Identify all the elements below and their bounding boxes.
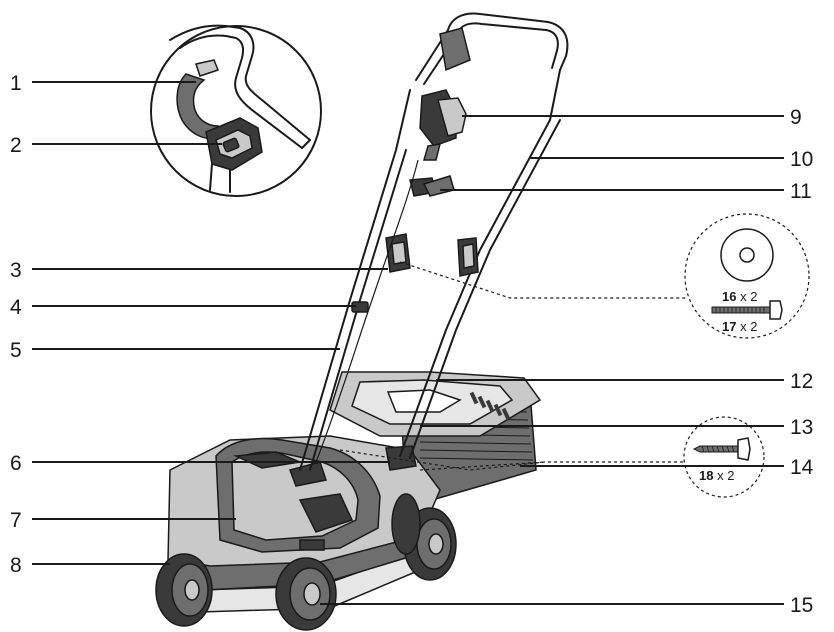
callout-10: 10 <box>790 148 813 171</box>
wheel-front-right <box>275 557 337 631</box>
kit-leader-knob <box>399 261 686 299</box>
parts-kit-inset: 16 x 2 17 x 2 <box>684 213 810 339</box>
callout-14: 14 <box>790 456 814 479</box>
part-16-quantity: x 2 <box>736 289 757 304</box>
callout-6: 6 <box>10 452 22 475</box>
callout-5: 5 <box>10 339 22 362</box>
part-17-quantity: x 2 <box>736 319 757 334</box>
callout-leaders-left <box>32 81 390 565</box>
callout-leaders-right <box>320 115 784 605</box>
callout-numbers: 1 2 3 4 5 6 7 8 9 10 11 12 13 14 15 <box>10 72 814 617</box>
callout-1: 1 <box>10 72 22 95</box>
bolt-icon <box>711 300 783 320</box>
svg-text:18 x 2: 18 x 2 <box>699 468 734 483</box>
svg-text:16 x 2: 16 x 2 <box>722 289 757 304</box>
screw-icon <box>692 437 751 461</box>
callout-2: 2 <box>10 134 22 157</box>
part-16-number: 16 <box>722 289 736 304</box>
callout-12: 12 <box>790 370 813 393</box>
washer-icon <box>720 228 774 282</box>
callout-15: 15 <box>790 594 813 617</box>
screw-kit-inset: 18 x 2 <box>683 416 765 498</box>
kit-leader-screw-b <box>419 461 546 471</box>
callout-9: 9 <box>790 106 802 129</box>
part-17-number: 17 <box>722 319 736 334</box>
callout-4: 4 <box>10 296 22 319</box>
callout-7: 7 <box>10 509 22 532</box>
kit-leader-screw <box>339 449 684 471</box>
svg-text:17 x 2: 17 x 2 <box>722 319 757 334</box>
part-18-quantity: x 2 <box>713 468 734 483</box>
part-18-number: 18 <box>699 468 713 483</box>
callout-3: 3 <box>10 259 22 282</box>
wheel-front-left <box>155 553 213 627</box>
callout-11: 11 <box>790 180 812 203</box>
callout-13: 13 <box>790 416 813 439</box>
lawn-mower-illustration <box>155 12 569 631</box>
wheel-rear-left <box>391 493 421 555</box>
handle-clip-detail-icon <box>150 24 322 197</box>
callout-8: 8 <box>10 554 22 577</box>
